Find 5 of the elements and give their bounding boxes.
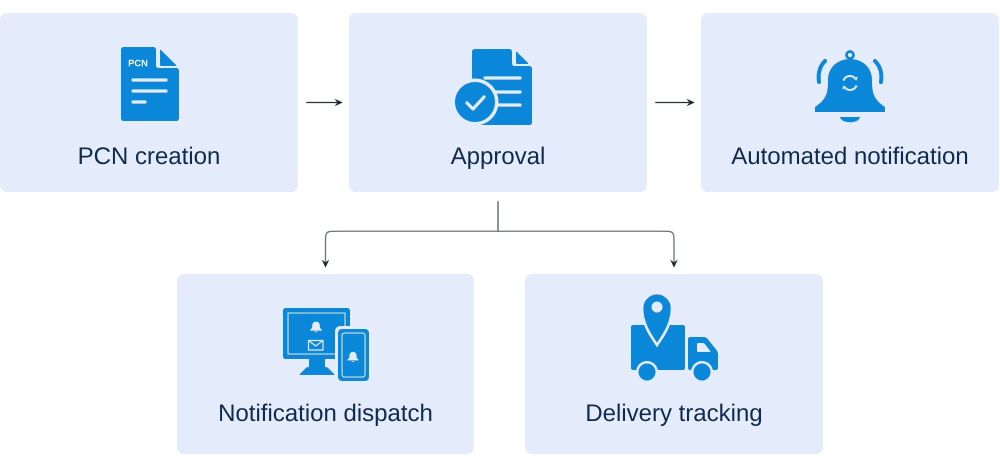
icon-text: PCN <box>128 60 148 66</box>
process-box: Notification dispatch <box>177 274 474 454</box>
process-box: Approval <box>349 13 647 192</box>
process-box: Delivery tracking <box>525 274 823 454</box>
process-box: Automated notification <box>701 13 999 192</box>
